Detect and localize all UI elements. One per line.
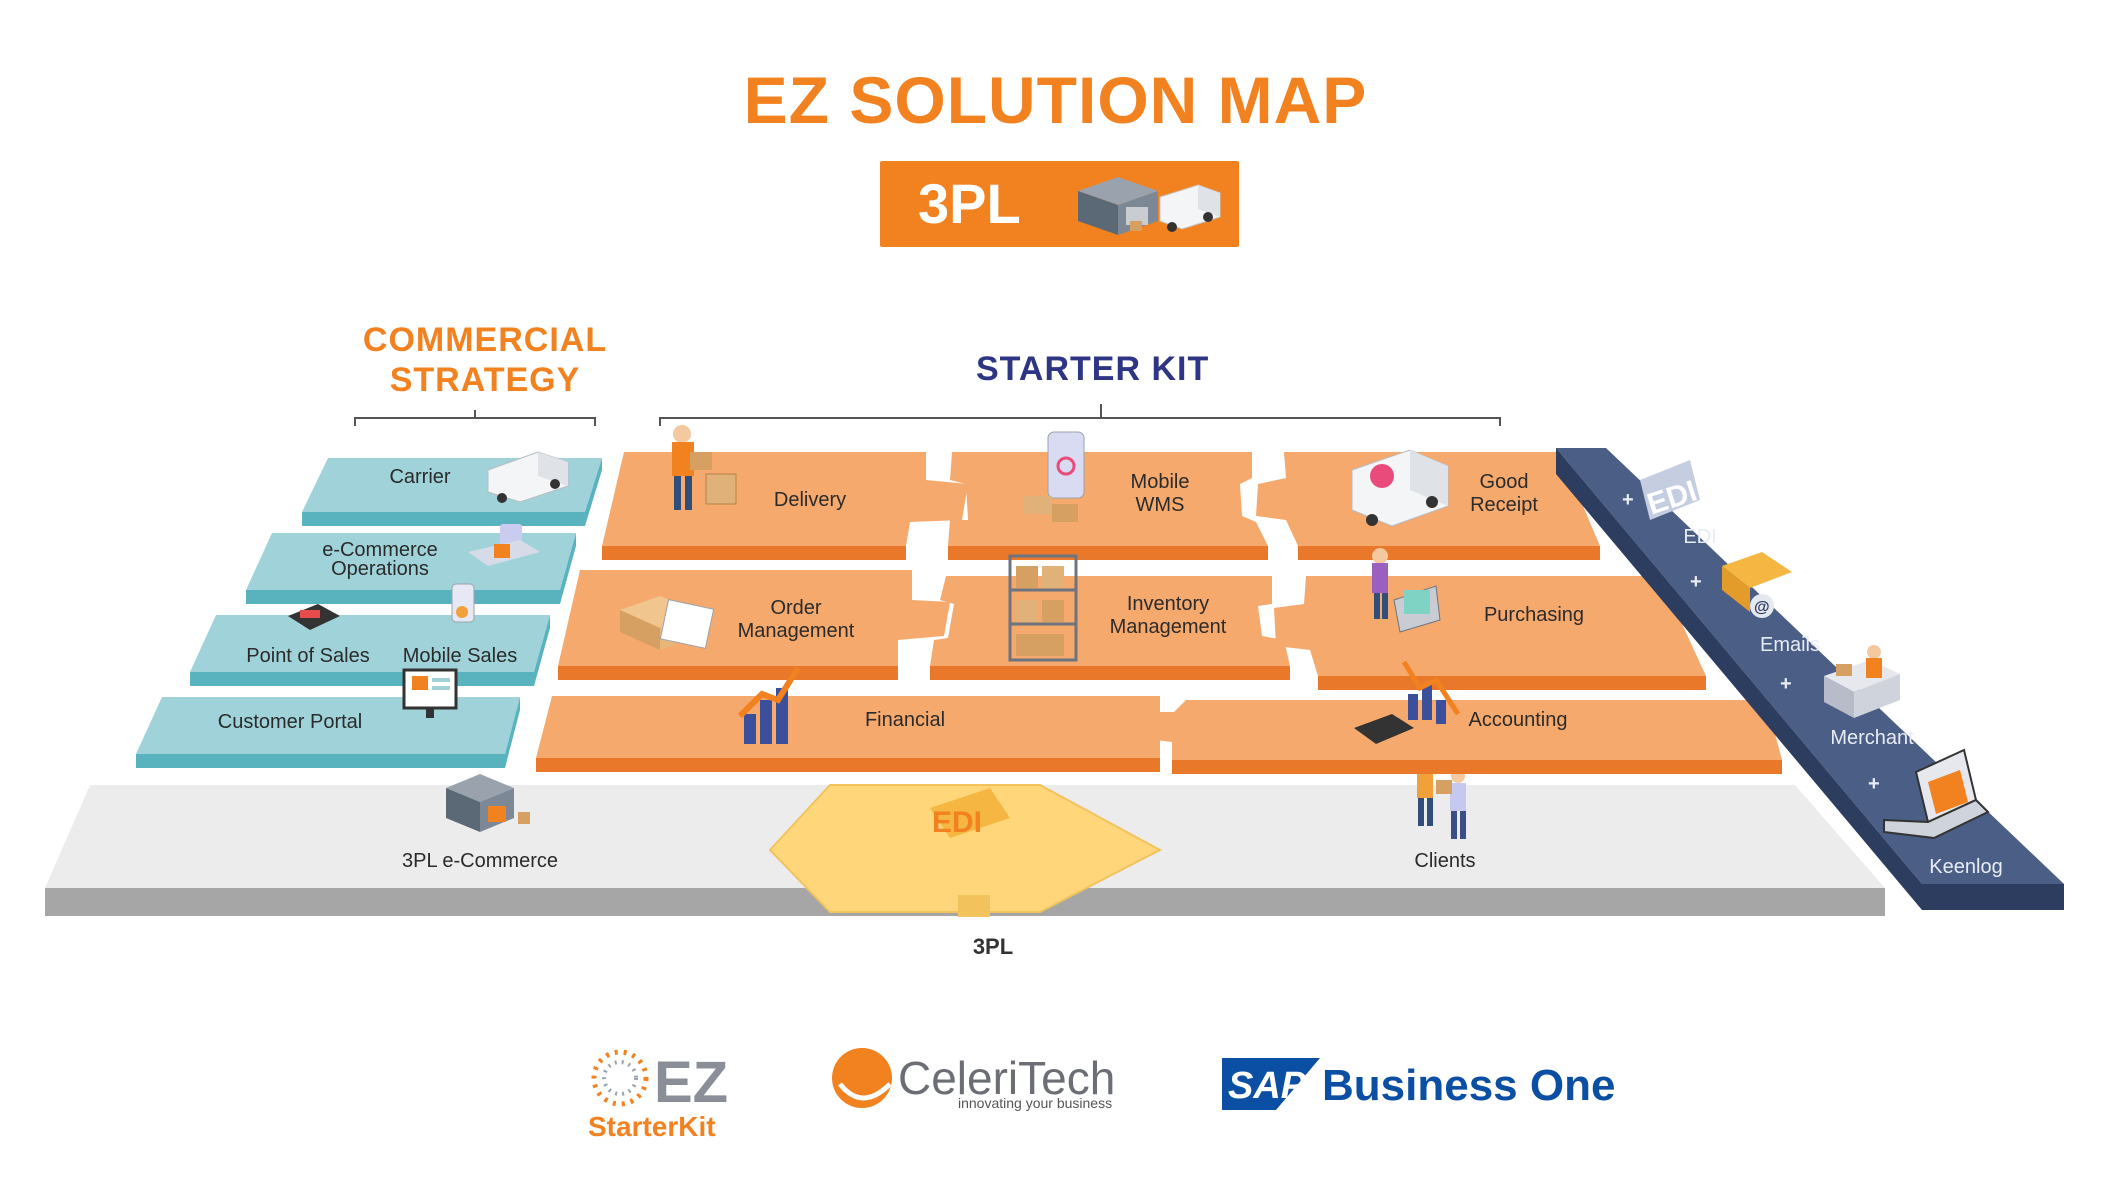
edi-icon: EDI	[1640, 460, 1701, 521]
tile-order-management: Order Management	[558, 570, 950, 680]
edi-center-label: EDI	[932, 806, 982, 839]
inventory-management-label-line1: Inventory	[1127, 593, 1209, 615]
tile-accounting: Accounting	[1156, 660, 1782, 774]
financial-label: Financial	[865, 709, 945, 731]
commercial-bracket	[354, 410, 596, 426]
ecommerce-operations-label-line2: Operations	[331, 558, 429, 580]
customer-portal-label: Customer Portal	[218, 711, 363, 733]
tile-good-receipt: Good Receipt	[1256, 449, 1600, 560]
addon-merchant-label: Merchant	[1830, 727, 1914, 749]
tile-delivery: Delivery	[602, 425, 968, 560]
clients-label: Clients	[1414, 850, 1475, 872]
starter-kit-title: STARTER KIT	[976, 350, 1210, 388]
pos-terminal-icon	[288, 604, 340, 630]
ez-starterkit-logo: EZ StarterKit	[588, 1049, 728, 1142]
merchant-desk-icon	[1824, 645, 1900, 718]
point-of-sales-label: Point of Sales	[246, 645, 369, 667]
3pl-badge: 3PL	[880, 161, 1239, 247]
plus-icon: +	[1690, 571, 1702, 593]
addon-emails-label: Emails	[1760, 634, 1820, 656]
page-title: EZ SOLUTION MAP	[743, 63, 1368, 137]
tile-carrier: Carrier	[302, 451, 602, 526]
addon-keenlog: + Keenlog	[1868, 748, 2003, 878]
order-box-icon	[620, 596, 715, 650]
order-management-label-line1: Order	[770, 597, 821, 619]
warehouse-truck-icon	[1078, 177, 1221, 235]
delivery-label: Delivery	[774, 489, 846, 511]
accounting-label: Accounting	[1469, 709, 1568, 731]
svg-text:@: @	[1754, 599, 1770, 616]
plus-icon: +	[1780, 673, 1792, 695]
commercial-title-line1: COMMERCIAL	[362, 321, 608, 359]
addon-edi-label: EDI	[1683, 526, 1716, 548]
3pl-ecommerce-label: 3PL e-Commerce	[402, 850, 558, 872]
celeritech-text: CeleriTech	[898, 1052, 1115, 1104]
edi-center-platform	[768, 784, 1163, 917]
mobile-sales-label: Mobile Sales	[403, 645, 518, 667]
purchasing-label: Purchasing	[1484, 604, 1584, 626]
edi-center-icon: EDI	[930, 788, 1010, 839]
addon-edi: + EDI EDI	[1622, 460, 1717, 548]
badge-label: 3PL	[918, 172, 1021, 235]
addon-keenlog-label: Keenlog	[1929, 856, 2002, 878]
sap-text: SAP	[1228, 1065, 1307, 1107]
email-icon: @	[1722, 552, 1792, 618]
shopping-cart-icon	[468, 524, 540, 566]
monitor-icon	[402, 668, 458, 718]
ez-text: EZ	[654, 1050, 728, 1115]
celeritech-logo: CeleriTech innovating your business	[832, 1048, 1115, 1111]
tile-purchasing: Purchasing	[1274, 548, 1706, 690]
dotted-ring-icon	[591, 1049, 649, 1107]
ecommerce-operations-label-line1: e-Commerce	[322, 539, 438, 561]
commercial-title-line2: STRATEGY	[389, 361, 581, 399]
bar-chart-icon	[737, 666, 801, 744]
tile-mobile-wms: Mobile WMS	[948, 431, 1268, 560]
sap-business-one-logo: SAP Business One	[1222, 1058, 1615, 1110]
addon-emails: + @ Emails	[1690, 552, 1820, 656]
celeritech-tagline: innovating your business	[958, 1095, 1112, 1111]
good-receipt-label-line2: Receipt	[1470, 494, 1538, 516]
mobile-wms-label-line1: Mobile	[1131, 471, 1190, 493]
warehouse-icon	[446, 774, 530, 832]
plus-icon: +	[1622, 489, 1634, 511]
base-3pl-label: 3PL	[973, 934, 1013, 959]
mobile-scanner-icon	[1024, 431, 1085, 522]
tile-customer-portal: Customer Portal	[136, 668, 520, 768]
tile-ecommerce-operations: e-Commerce Operations	[246, 524, 576, 604]
carrier-label: Carrier	[389, 466, 450, 488]
tile-sales: Point of Sales Mobile Sales	[190, 583, 550, 686]
commercial-strategy-title: COMMERCIAL STRATEGY	[355, 320, 615, 400]
starterkit-text: StarterKit	[588, 1111, 716, 1142]
order-management-label-line2: Management	[738, 620, 855, 642]
inventory-management-label-line2: Management	[1110, 616, 1227, 638]
business-one-text: Business One	[1322, 1061, 1615, 1110]
tile-inventory-management: Inventory Management	[930, 554, 1290, 680]
plus-icon: +	[1868, 773, 1880, 795]
laptop-chart-icon	[1883, 748, 1990, 840]
starter-kit-bracket	[659, 404, 1501, 426]
addon-merchant: + Merchant	[1780, 645, 1914, 749]
calculator-chart-icon	[1354, 660, 1461, 744]
delivery-worker-icon	[672, 425, 737, 510]
van-icon	[487, 451, 569, 503]
tile-financial: Financial	[536, 666, 1176, 772]
mobile-phone-icon	[451, 583, 475, 623]
good-receipt-label-line1: Good	[1480, 471, 1529, 493]
mobile-wms-label-line2: WMS	[1136, 494, 1185, 516]
shelving-icon	[1008, 554, 1078, 662]
shopping-trolley-icon	[1372, 548, 1441, 633]
receipt-van-icon	[1351, 449, 1449, 527]
